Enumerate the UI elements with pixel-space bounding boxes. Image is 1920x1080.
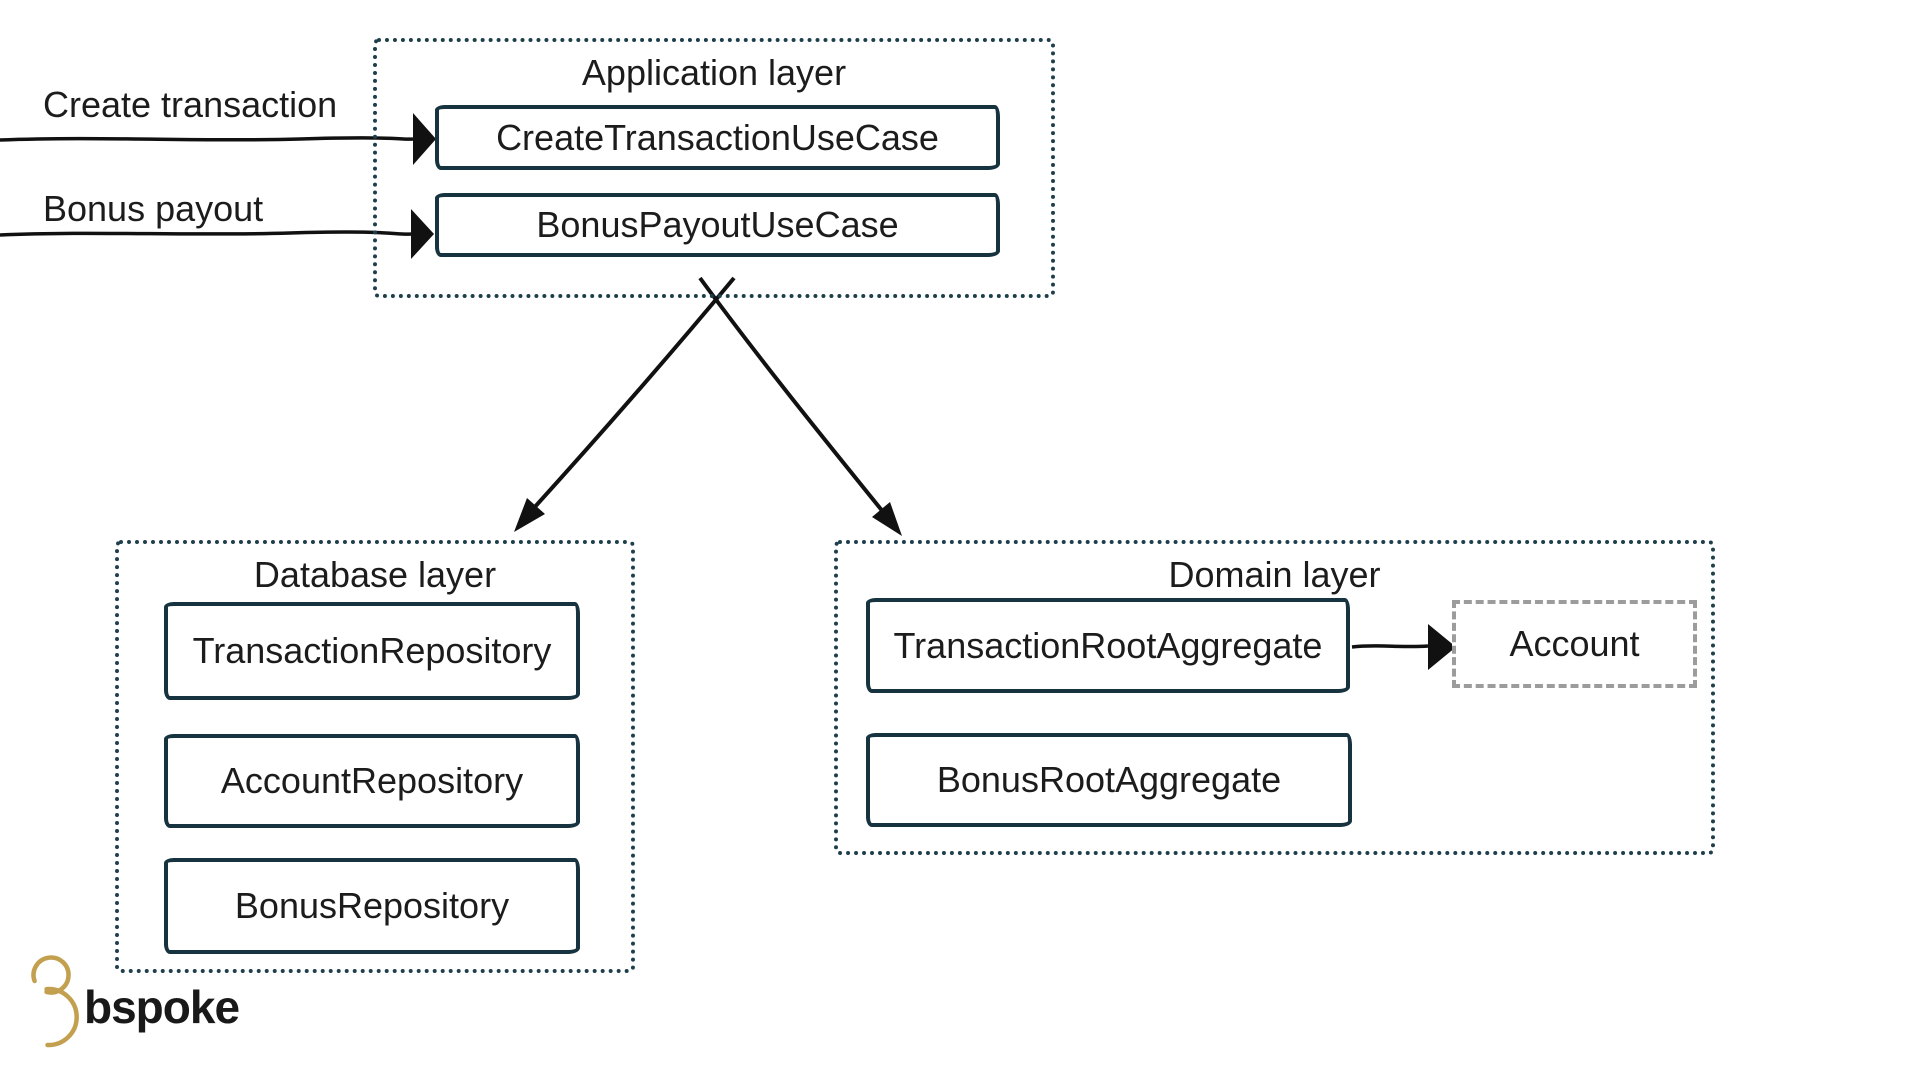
database-layer-container: Database layer TransactionRepository Acc… [115,540,635,973]
usecase-box-create-transaction: CreateTransactionUseCase [435,105,1000,170]
repository-box-bonus: BonusRepository [164,858,580,954]
app-to-database-arrowhead-icon [514,498,545,532]
entity-box-account: Account [1452,600,1697,688]
domain-layer-title: Domain layer [1168,554,1381,595]
app-to-domain-arrowhead-icon [872,502,902,536]
usecase-box-bonus-payout: BonusPayoutUseCase [435,193,1000,257]
input-label-create-transaction: Create transaction [43,84,338,125]
domain-layer-container: Domain layer TransactionRootAggregate Bo… [834,540,1715,855]
aggregate-box-transaction-root: TransactionRootAggregate [866,598,1350,693]
logo: bspoke [20,948,280,1058]
bspoke-logo-icon [31,955,79,1048]
input-label-bonus-payout: Bonus payout [43,188,264,229]
app-to-database-arrow [514,276,736,532]
application-layer-container: Application layer CreateTransactionUseCa… [373,38,1055,298]
repository-box-account: AccountRepository [164,734,580,828]
app-to-database-line [531,276,736,511]
app-to-domain-arrow [698,276,902,536]
create-transaction-line [0,136,414,142]
application-layer-title: Application layer [581,52,847,93]
repository-box-transaction: TransactionRepository [164,602,580,700]
database-layer-title: Database layer [253,554,497,595]
logo-text: bspoke [84,981,240,1033]
app-to-domain-line [698,276,886,515]
aggregate-box-bonus-root: BonusRootAggregate [866,733,1352,827]
bonus-payout-line [0,230,412,237]
